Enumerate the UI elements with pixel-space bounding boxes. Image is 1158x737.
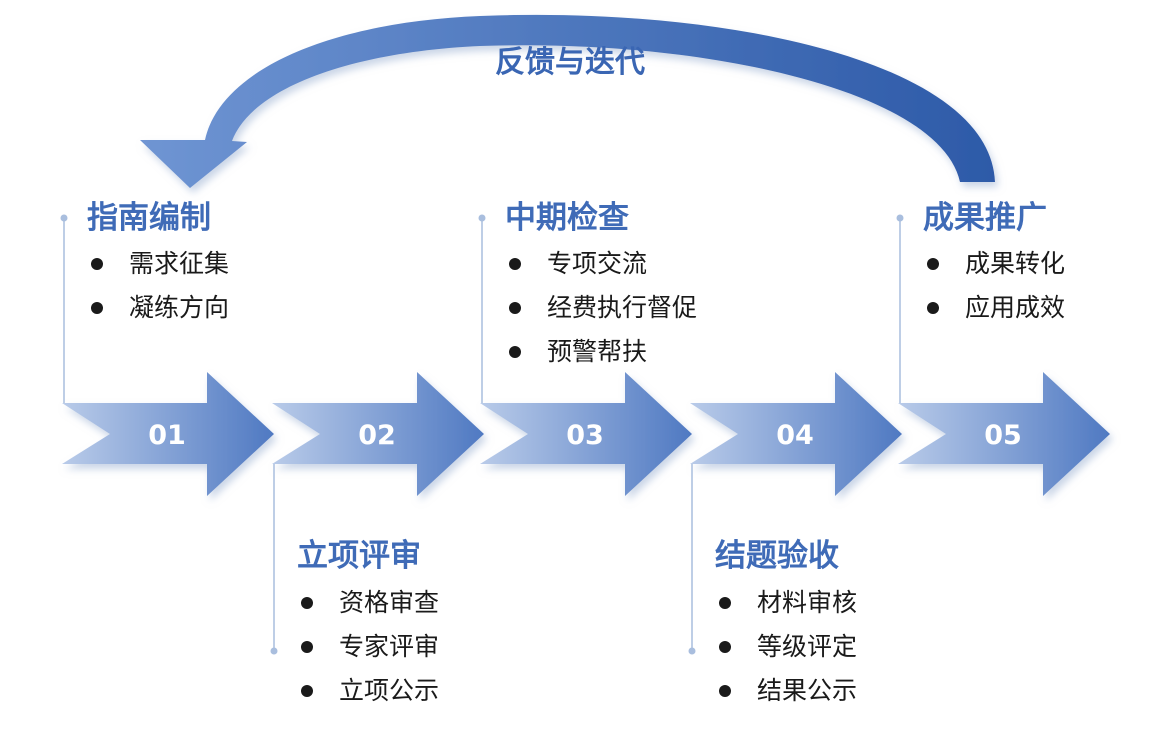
stage-arrow-03 (480, 372, 692, 496)
feedback-loop: 反馈与迭代 (140, 14, 995, 188)
stage-arrow-04 (690, 372, 902, 496)
bullet-dot (509, 346, 521, 358)
bullet-dot (719, 685, 731, 697)
stage-title-02: 立项评审 (297, 538, 421, 574)
feedback-label: 反馈与迭代 (495, 45, 645, 80)
stage-item: 凝练方向 (129, 293, 229, 322)
bullet-dot (509, 258, 521, 270)
stage-title-05: 成果推广 (923, 200, 1047, 236)
stage-arrow-05 (898, 372, 1110, 496)
stage-item: 经费执行督促 (547, 293, 697, 322)
bullet-dot (301, 641, 313, 653)
stage-number-02: 02 (358, 420, 396, 451)
stage-number-04: 04 (776, 420, 814, 451)
stage-item: 需求征集 (129, 249, 229, 278)
stage-item: 专项交流 (547, 249, 647, 278)
feedback-loop-arrow (140, 14, 995, 188)
stage-item: 等级评定 (757, 632, 857, 661)
stage-title-01: 指南编制 (87, 200, 211, 236)
stage-item: 资格审查 (339, 588, 439, 617)
stage-arrow-01 (62, 372, 274, 496)
stage-item: 专家评审 (339, 632, 439, 661)
stage-list: 指南编制需求征集凝练方向立项评审资格审查专家评审立项公示中期检查专项交流经费执行… (60, 200, 1065, 705)
stage-title-03: 中期检查 (505, 200, 629, 236)
bullet-dot (91, 302, 103, 314)
stage-item: 成果转化 (965, 249, 1065, 278)
stage-item: 材料审核 (757, 588, 857, 617)
stage-leader-dot (60, 214, 68, 222)
stage-leader-dot (688, 647, 696, 655)
stage-item: 预警帮扶 (547, 337, 647, 366)
stage-number-03: 03 (566, 420, 604, 451)
bullet-dot (301, 597, 313, 609)
stage-title-04: 结题验收 (715, 538, 839, 574)
stage-leader-dot (478, 214, 486, 222)
stage-number-01: 01 (148, 420, 186, 451)
stage-arrow-02 (272, 372, 484, 496)
stage-leader-dot (270, 647, 278, 655)
bullet-dot (719, 597, 731, 609)
stage-item: 立项公示 (339, 676, 439, 705)
bullet-dot (509, 302, 521, 314)
bullet-dot (927, 302, 939, 314)
bullet-dot (927, 258, 939, 270)
stage-arrows: 01 02 03 04 05 (62, 372, 1110, 496)
bullet-dot (91, 258, 103, 270)
bullet-dot (301, 685, 313, 697)
stage-item: 应用成效 (965, 293, 1065, 322)
stage-number-05: 05 (984, 420, 1022, 451)
stage-item: 结果公示 (757, 676, 857, 705)
stage-leader-dot (896, 214, 904, 222)
bullet-dot (719, 641, 731, 653)
